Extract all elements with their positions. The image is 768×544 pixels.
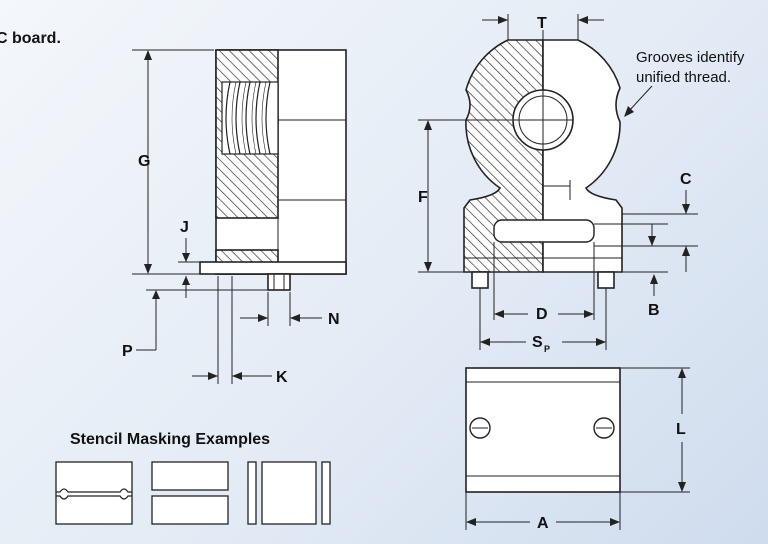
stencil-example-1	[55, 461, 133, 525]
label-d: D	[536, 306, 548, 323]
thread-bore	[221, 81, 279, 155]
front-view: T F C D S P B Grooves identify unified t…	[418, 14, 745, 354]
front-pin-left	[471, 271, 489, 289]
label-f: F	[418, 189, 428, 206]
stencil-heading: Stencil Masking Examples	[70, 431, 270, 448]
side-view: G J P K N	[122, 49, 347, 386]
label-a: A	[537, 515, 549, 532]
label-l: L	[676, 421, 686, 438]
grooves-note-line2: unified thread.	[636, 69, 731, 86]
stencil-example-3	[247, 461, 331, 525]
thread-profile	[225, 81, 271, 155]
label-n: N	[328, 311, 340, 328]
side-base-ledge	[199, 261, 347, 275]
label-b: B	[648, 302, 660, 319]
stencil-examples: Stencil Masking Examples	[55, 431, 331, 525]
label-s-subscript: P	[544, 344, 550, 354]
label-c: C	[680, 171, 692, 188]
front-slot	[493, 219, 595, 243]
front-pin-right	[597, 271, 615, 289]
stencil-example-2	[151, 461, 229, 525]
label-k: K	[276, 369, 288, 386]
label-g: G	[138, 153, 150, 170]
label-t: T	[537, 15, 547, 32]
grooves-note-line1: Grooves identify	[636, 49, 745, 66]
top-view: L A	[465, 367, 690, 532]
label-s: S	[532, 334, 543, 351]
caption-fragment: C board.	[0, 30, 61, 47]
label-p: P	[122, 343, 133, 360]
side-pin	[267, 273, 291, 291]
label-j: J	[180, 219, 189, 236]
